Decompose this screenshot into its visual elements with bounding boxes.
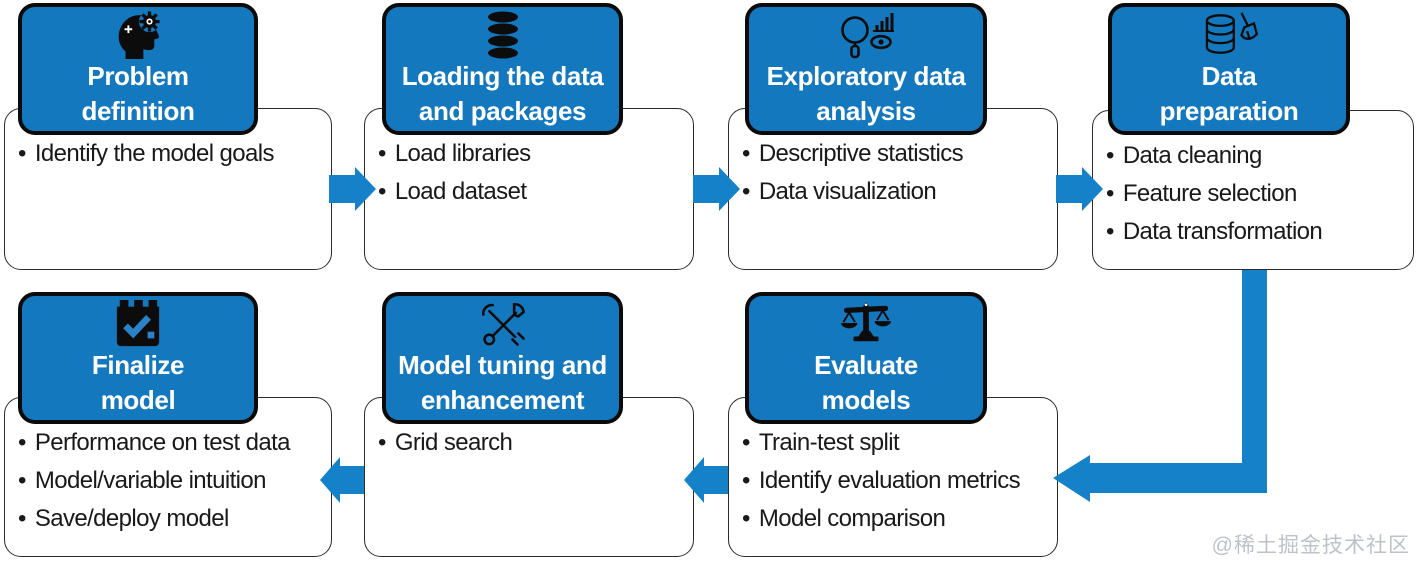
bullet-dot: •: [742, 178, 750, 205]
bullet-text: Identify evaluation metrics: [758, 467, 1021, 494]
bullet-item: • Performance on test data: [18, 424, 327, 462]
bullet-dot: •: [1106, 218, 1114, 245]
bullet-dot: •: [378, 140, 386, 167]
step-header-evaluate-models: Evaluate models: [745, 292, 987, 424]
bullet-text: Train-test split: [758, 429, 900, 456]
bullet-dot: •: [742, 429, 750, 456]
step-title-line: Model tuning and: [398, 350, 607, 380]
step-title-line: definition: [81, 96, 195, 126]
step-title-line: analysis: [816, 96, 916, 126]
bullet-item: • Save/deploy model: [18, 500, 327, 538]
bullet-item: • Identify the model goals: [18, 135, 327, 173]
step-title-line: Loading the data: [401, 61, 604, 91]
bullet-text: Performance on test data: [34, 429, 291, 456]
step-title-line: Exploratory data: [766, 61, 966, 91]
step-title-line: enhancement: [420, 385, 585, 415]
bullet-dot: •: [742, 505, 750, 532]
step-header-finalize-model: Finalize model: [18, 292, 258, 424]
bullet-item: • Grid search: [378, 424, 689, 462]
step-title-line: preparation: [1159, 96, 1299, 126]
step-header-problem-definition: Problem definition: [18, 3, 258, 135]
bullet-dot: •: [1106, 180, 1114, 207]
step-title-line: models: [821, 385, 911, 415]
bullet-text: Identify the model goals: [34, 140, 275, 167]
bullet-item: • Identify evaluation metrics: [742, 462, 1053, 500]
database-broom-icon: [1199, 11, 1259, 59]
calendar-check-icon: [111, 300, 165, 348]
step-title-line: Data: [1201, 61, 1257, 91]
step-header-eda: Exploratory data analysis: [745, 3, 987, 135]
step-body-data-preparation: • Data cleaning • Feature selection • Data …: [1092, 110, 1414, 270]
bullet-dot: •: [378, 178, 386, 205]
head-gear-icon: [112, 11, 164, 59]
bullet-item: • Data transformation: [1106, 213, 1409, 251]
bullet-text: Load libraries: [394, 140, 531, 167]
arrow-right-icon: [329, 167, 376, 211]
step-header-data-preparation: Data preparation: [1108, 3, 1350, 135]
crossed-wrenches-icon: [477, 300, 529, 348]
bullet-item: • Data cleaning: [1106, 137, 1409, 175]
magnifier-chart-eye-icon: [835, 11, 897, 59]
database-icon: [486, 11, 520, 59]
bullet-item: • Descriptive statistics: [742, 135, 1053, 173]
arrow-right-icon: [693, 167, 740, 211]
bullet-text: Descriptive statistics: [758, 140, 964, 167]
bullet-item: • Feature selection: [1106, 175, 1409, 213]
bullet-text: Data visualization: [758, 178, 937, 205]
balance-scale-icon: [838, 300, 894, 348]
arrow-left-icon: [684, 457, 728, 503]
bullet-item: • Load libraries: [378, 135, 689, 173]
step-title-line: Problem: [87, 61, 189, 91]
step-header-model-tuning: Model tuning and enhancement: [382, 292, 623, 424]
bullet-dot: •: [18, 140, 26, 167]
bullet-text: Data cleaning: [1122, 142, 1263, 169]
bullet-text: Grid search: [394, 429, 513, 456]
bullet-text: Save/deploy model: [34, 505, 230, 532]
arrow-left-icon: [320, 457, 364, 503]
bullet-dot: •: [378, 429, 386, 456]
bullet-text: Model/variable intuition: [34, 467, 267, 494]
bullet-text: Model comparison: [758, 505, 946, 532]
bullet-item: • Model/variable intuition: [18, 462, 327, 500]
bullet-dot: •: [18, 429, 26, 456]
bullet-item: • Data visualization: [742, 173, 1053, 211]
bullet-item: • Load dataset: [378, 173, 689, 211]
bullet-item: • Model comparison: [742, 500, 1053, 538]
bullet-dot: •: [742, 467, 750, 494]
watermark-text: @稀土掘金技术社区: [1211, 534, 1410, 557]
bullet-text: Data transformation: [1122, 218, 1323, 245]
step-body-problem-definition: • Identify the model goals: [4, 108, 332, 270]
bullet-text: Feature selection: [1122, 180, 1298, 207]
arrow-right-icon: [1056, 167, 1103, 211]
bullet-dot: •: [742, 140, 750, 167]
step-header-loading-data: Loading the data and packages: [382, 3, 623, 135]
bullet-dot: •: [18, 505, 26, 532]
bullet-item: • Train-test split: [742, 424, 1053, 462]
step-body-loading-data: • Load libraries • Load dataset: [364, 108, 694, 270]
step-title-line: and packages: [418, 96, 587, 126]
bullet-text: Load dataset: [394, 178, 527, 205]
step-title-line: Finalize: [91, 350, 185, 380]
step-title-line: Evaluate: [814, 350, 918, 380]
elbow-connector-arrow: [1053, 270, 1267, 502]
bullet-dot: •: [18, 467, 26, 494]
step-title-line: model: [100, 385, 176, 415]
bullet-dot: •: [1106, 142, 1114, 169]
